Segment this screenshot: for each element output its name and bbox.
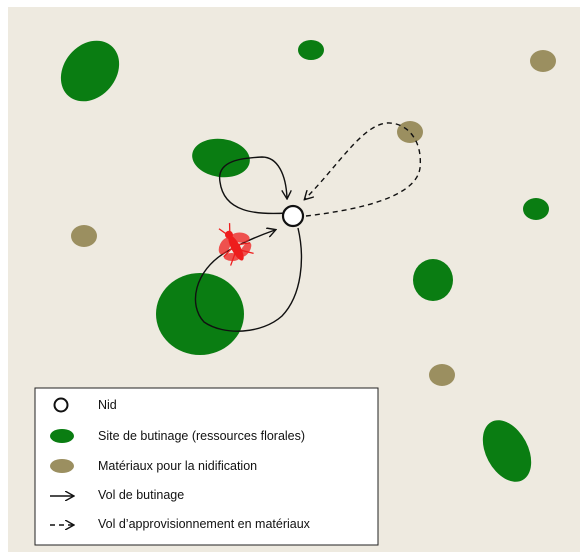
material-flight-paths	[305, 122, 421, 217]
forage-site	[156, 273, 244, 355]
material-site	[429, 364, 455, 386]
legend-nest-label: Nid	[98, 398, 117, 412]
legend-nest-symbol	[53, 397, 69, 413]
legend-material-symbol	[50, 459, 74, 473]
forage-site	[413, 259, 453, 301]
forage-sites	[60, 40, 549, 482]
legend-forage-flight-label: Vol de butinage	[98, 488, 184, 502]
legend-box	[34, 387, 379, 546]
forage-flight-path	[219, 156, 287, 215]
legend: Nid Site de butinage (ressources florale…	[34, 387, 379, 546]
legend-material-flight-label: Vol d’approvisionnement en matériaux	[98, 517, 311, 531]
material-site	[530, 50, 556, 72]
forage-site	[523, 198, 549, 220]
nesting-material-sites	[71, 50, 556, 386]
material-site	[71, 225, 97, 247]
material-site	[397, 121, 423, 143]
legend-forage-symbol	[50, 429, 74, 443]
nest	[281, 204, 305, 228]
legend-material-label: Matériaux pour la nidification	[98, 459, 257, 473]
forage-site	[60, 40, 120, 102]
material-flight-path	[305, 122, 421, 217]
legend-forage-label: Site de butinage (ressources florales)	[98, 429, 305, 443]
forage-site	[482, 420, 532, 482]
forage-site	[298, 40, 324, 60]
forage-site	[192, 138, 250, 178]
bee-icon	[218, 223, 254, 266]
